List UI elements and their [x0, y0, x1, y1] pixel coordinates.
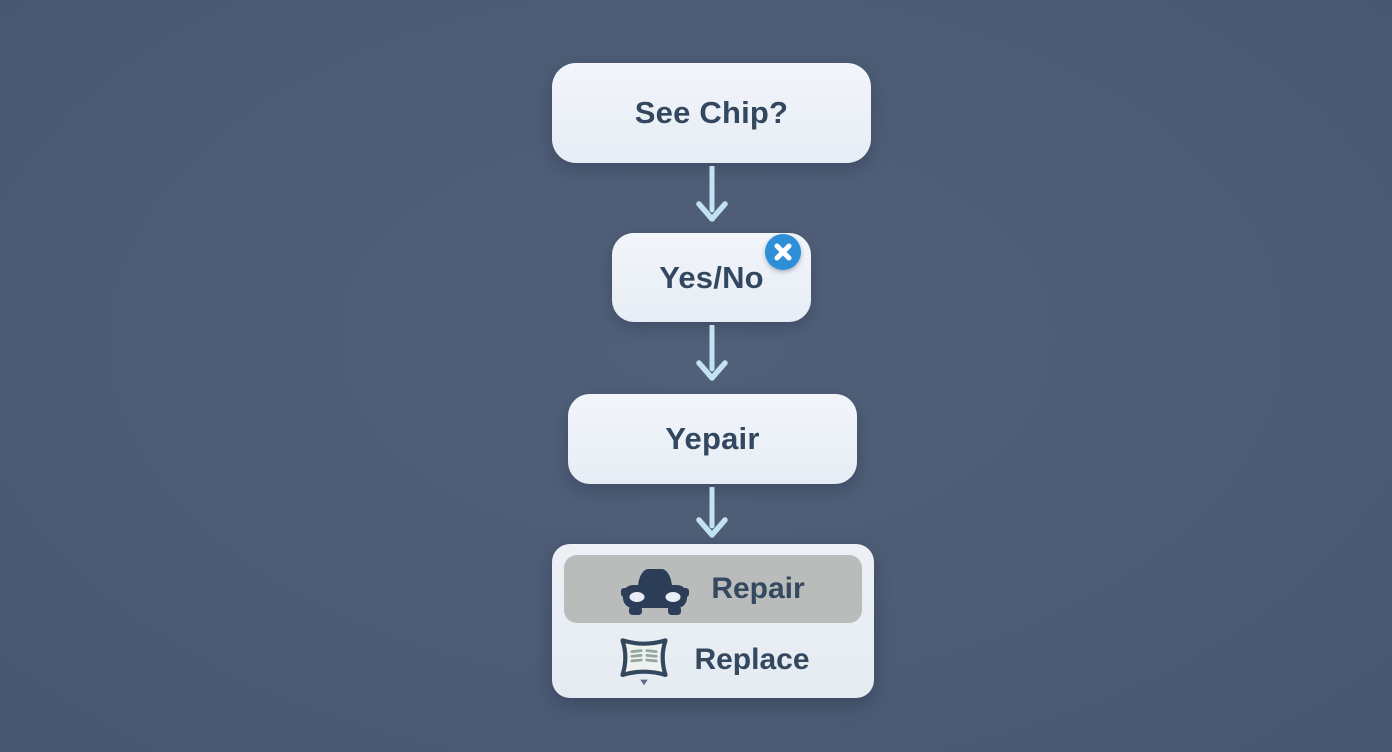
option-label: Repair — [711, 572, 805, 605]
car-icon — [621, 563, 690, 615]
windshield-icon — [616, 631, 672, 689]
node-label: See Chip? — [634, 95, 789, 130]
close-x-icon — [774, 243, 792, 261]
option-row-repair[interactable]: Repair — [564, 555, 862, 623]
options-panel: Repair Replace — [552, 544, 874, 698]
flow-node-see-chip[interactable]: See Chip? — [552, 63, 871, 163]
node-label: Yes/No — [659, 259, 764, 295]
flow-node-yepair[interactable]: Yepair — [568, 394, 857, 484]
flow-arrow-down-2 — [696, 325, 728, 381]
flow-arrow-down-3 — [696, 487, 728, 538]
close-badge-button[interactable] — [765, 234, 801, 270]
node-label: Yepair — [665, 421, 760, 456]
flow-node-yes-no[interactable]: Yes/No — [612, 233, 811, 322]
flow-arrow-down-1 — [696, 166, 728, 222]
option-label: Replace — [694, 643, 810, 676]
option-row-replace[interactable]: Replace — [564, 626, 862, 694]
